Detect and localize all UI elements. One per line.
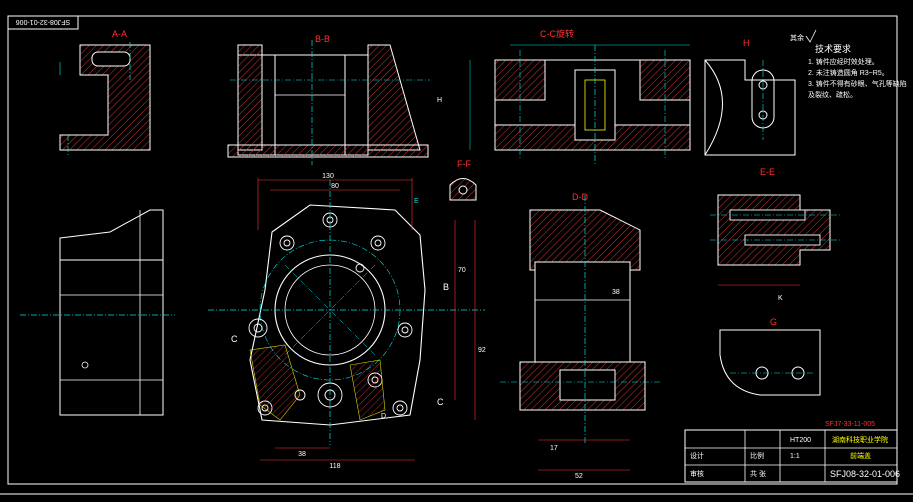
label-dd: D-D [572,192,588,202]
title-part-name: 前端盖 [850,451,871,460]
label-ee: E-E [760,167,775,177]
dim-dd-52: 52 [575,473,583,480]
title-sheet-label: 共 张 [750,469,766,478]
dim-70: 70 [458,267,466,274]
label-k: K [778,295,783,302]
dim-38: 38 [298,451,306,458]
label-c-left: C [231,334,238,344]
dim-92: 92 [478,347,486,354]
title-designer-label: 设计 [690,451,704,460]
label-cc: C-C旋转 [540,28,574,39]
view-g: G [719,317,821,396]
dim-130: 130 [322,173,334,180]
title-scale-label: 比例 [750,451,764,460]
dim-118: 118 [329,463,340,470]
view-aa: A-A [59,29,151,155]
label-b-mark: B [443,282,449,292]
label-aa: A-A [112,29,127,39]
tech-req-line-4: 及裂纹、疏松。 [808,90,857,99]
label-d-mark: D [381,413,386,420]
title-drawing-no: SFJ08-32-01-006 [830,469,900,479]
title-school: 湖南科技职业学院 [832,435,888,444]
label-bb: B-B [315,34,330,44]
dim-80: 80 [331,183,339,190]
dim-dd-17: 17 [550,445,558,452]
title-checker-label: 审核 [690,469,704,478]
view-h: H [704,38,796,156]
roughness-note: 其余 [790,33,804,42]
view-bb: B-B H [227,34,442,165]
tech-req-line-3: 3. 铸件不得有砂眼、气孔等缺陷 [808,79,907,88]
tech-req-line-2: 2. 未注铸造圆角 R3~R5。 [808,68,889,77]
view-side-left [20,209,175,416]
tech-req-line-1: 1. 铸件应经时效处理。 [808,57,879,66]
view-ee: E-E K [710,167,840,302]
view-cc: C-C旋转 [469,28,691,165]
drawing-number-tab-text: SFJ08-32-01-006 [16,18,71,25]
label-e-mark: E [414,198,419,205]
label-h-left: H [437,97,442,104]
view-main-flange: C C B E D [208,173,486,470]
label-h-top: H [743,38,750,48]
title-ref-no: SFJ7-33-11-005 [825,421,875,428]
tech-requirements: 其余 技术要求 1. 铸件应经时效处理。 2. 未注铸造圆角 R3~R5。 3.… [790,29,907,99]
title-material: HT200 [790,437,811,444]
label-c-right: C [437,397,444,407]
view-dd: D-D 38 17 52 [500,192,660,480]
tech-req-title: 技术要求 [815,43,851,54]
title-block: SFJ7-33-11-005 HT200 湖南科技职业学院 前端盖 设计 审核 … [684,421,900,483]
view-ff: F-F [449,159,477,201]
title-scale-value: 1:1 [790,453,800,460]
dim-dd-38: 38 [612,289,620,296]
drawing-number-tab: SFJ08-32-01-006 [7,15,79,30]
label-g: G [770,317,777,327]
drawing-frame [7,15,898,485]
label-ff: F-F [457,159,471,169]
